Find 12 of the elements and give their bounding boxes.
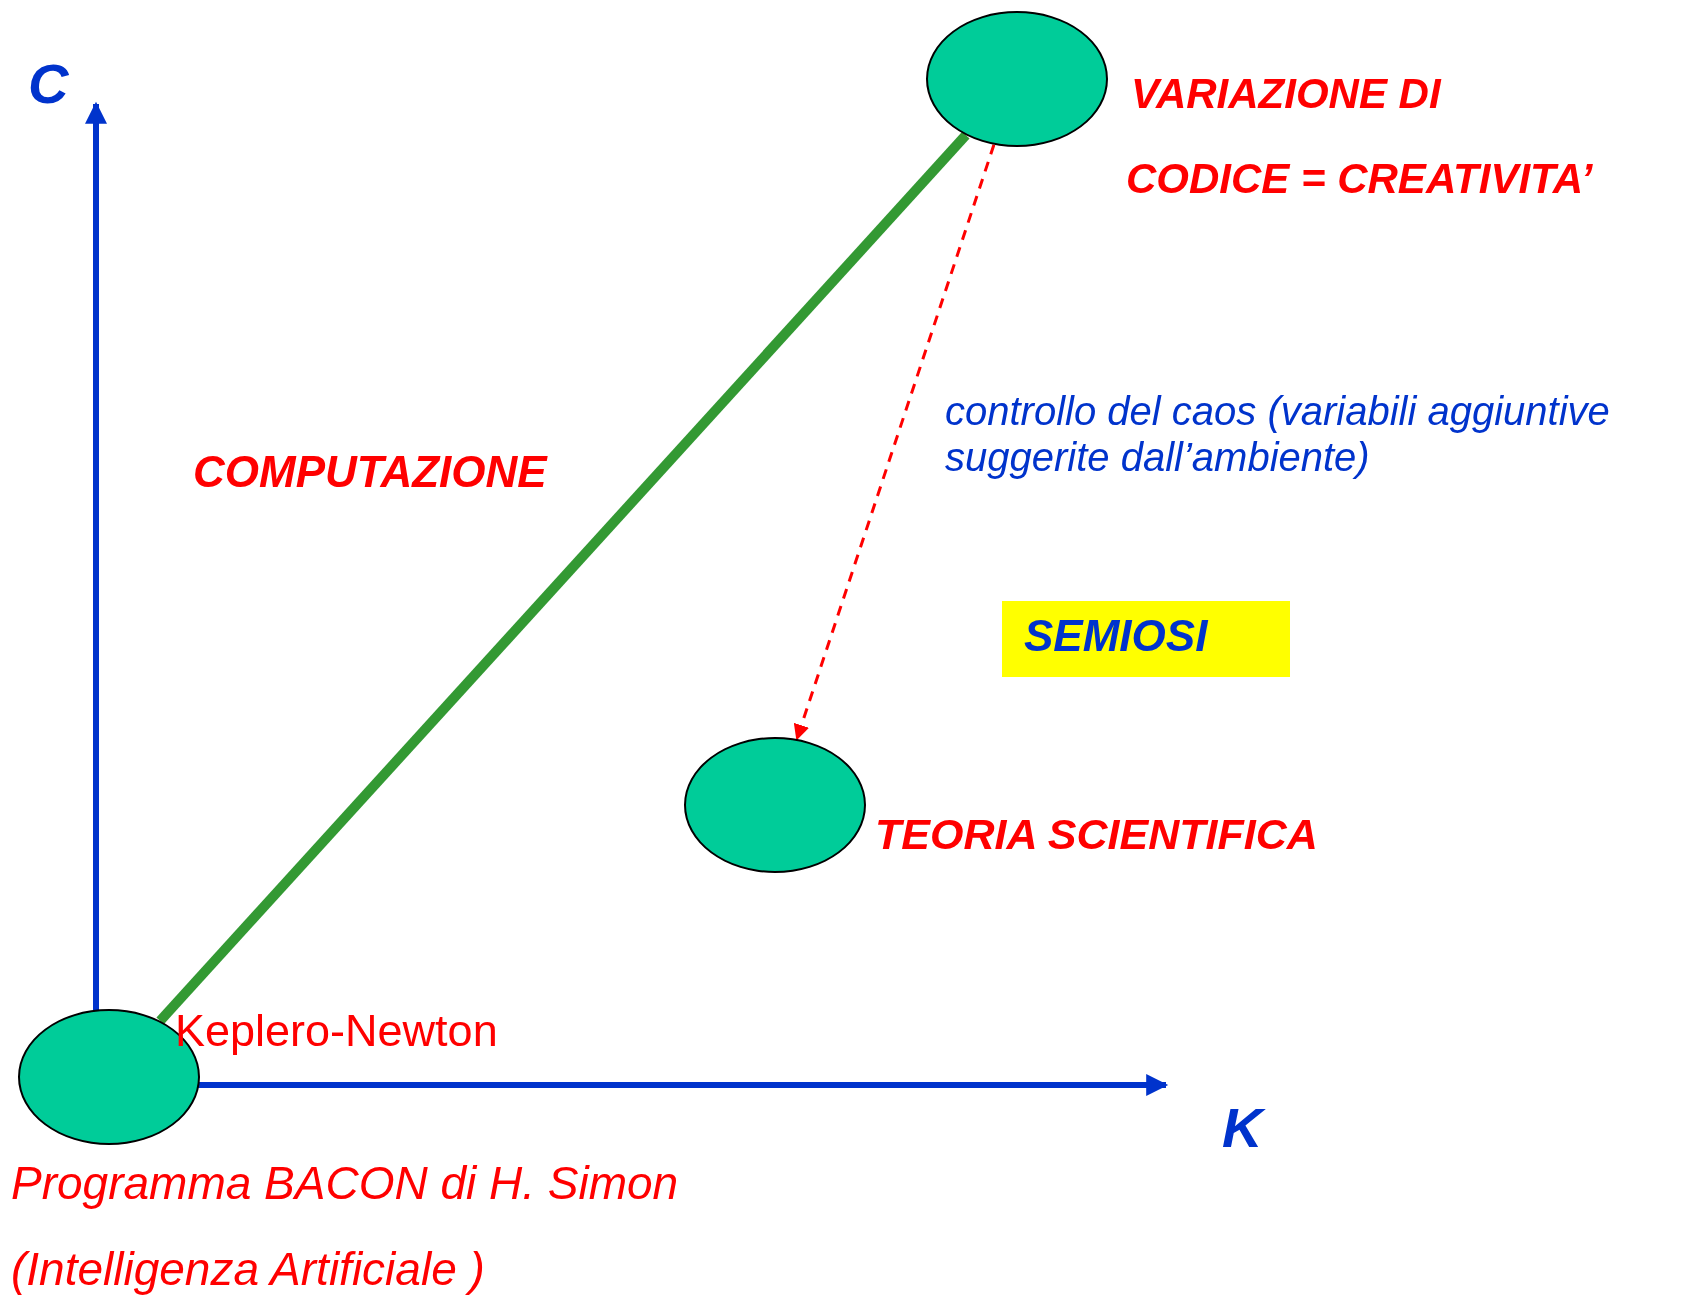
connector-line [156,131,970,1025]
node-label: SEMIOSI [1024,611,1208,662]
region-label: COMPUTAZIONE [193,447,547,498]
highlight-box [1002,601,1290,677]
node-caption: VARIAZIONE DI [1131,70,1441,119]
node-caption: Keplero-Newton [175,1005,498,1057]
node-caption: TEORIA SCIENTIFICA [875,810,1318,860]
edge-label: controllo del caos (variabili aggiuntive suggerite dall’ambiente) [945,388,1611,480]
node-caption: CODICE = CREATIVITA’ [1126,155,1593,204]
node-caption: Programma BACON di H. Simon [11,1157,679,1210]
axis-label: C [28,52,69,117]
node-caption: (Intelligenza Artificiale ) [11,1243,485,1296]
